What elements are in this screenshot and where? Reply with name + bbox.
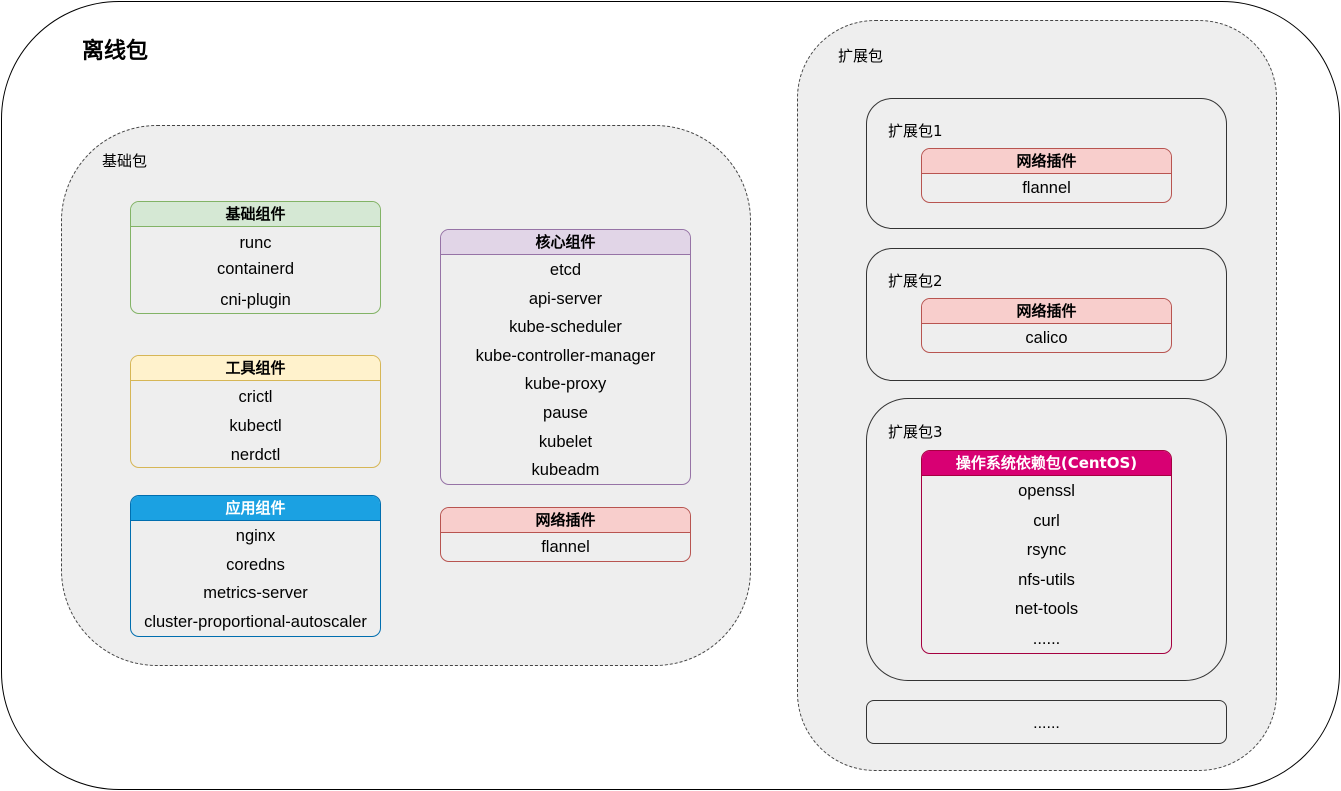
component-item: etcd (549, 261, 582, 279)
component-item: kube-controller-manager (475, 346, 656, 365)
component-item: metrics-server (203, 584, 308, 602)
card-header: 应用组件 (131, 496, 380, 521)
component-item: nerdctl (230, 446, 281, 464)
component-item: kube-proxy (524, 375, 607, 394)
base-package-label: 基础包 (102, 152, 148, 170)
card-header: 网络插件 (922, 299, 1171, 324)
component-item: flannel (1022, 179, 1071, 197)
component-item: runc (239, 234, 272, 252)
component-item: kubeadm (531, 461, 600, 480)
component-item: curl (1033, 511, 1060, 530)
component-item: flannel (541, 538, 590, 556)
card-header: 网络插件 (922, 149, 1171, 174)
basic-components-card: 基础组件 runc containerd cni-plugin (130, 201, 381, 314)
component-item: crictl (238, 388, 273, 406)
extension-package-label: 扩展包 (838, 47, 884, 65)
component-item: net-tools (1014, 600, 1079, 618)
card-header: 网络插件 (441, 508, 690, 533)
card-header: 操作系统依赖包(CentOS) (922, 451, 1171, 476)
extension-package-2-label: 扩展包2 (888, 272, 943, 290)
component-item: api-server (528, 289, 603, 308)
component-item: rsync (1026, 541, 1067, 559)
component-item: pause (543, 403, 588, 422)
component-item: nginx (235, 527, 276, 545)
os-dependency-card: 操作系统依赖包(CentOS) openssl curl rsync nfs-u… (921, 450, 1172, 654)
extension-package-3-label: 扩展包3 (888, 423, 943, 441)
extension-package-1-label: 扩展包1 (888, 122, 943, 140)
component-item: ...... (1032, 629, 1061, 648)
network-plugin-card: 网络插件 flannel (440, 507, 691, 562)
component-item: kubectl (229, 417, 282, 435)
core-components-card: 核心组件 etcd api-server kube-scheduler kube… (440, 229, 691, 485)
card-header: 工具组件 (131, 356, 380, 381)
component-item: cluster-proportional-autoscaler (144, 612, 367, 631)
component-item: coredns (226, 555, 285, 574)
component-item: openssl (1018, 482, 1075, 500)
more-packages-placeholder: ...... (866, 700, 1227, 744)
component-item: kubelet (538, 432, 593, 451)
card-header: 基础组件 (131, 202, 380, 227)
card-header: 核心组件 (441, 230, 690, 255)
tool-components-card: 工具组件 crictl kubectl nerdctl (130, 355, 381, 468)
ext2-network-plugin-card: 网络插件 calico (921, 298, 1172, 353)
component-item: calico (1025, 329, 1068, 347)
component-item: nfs-utils (1018, 570, 1075, 589)
ext1-network-plugin-card: 网络插件 flannel (921, 148, 1172, 203)
component-item: cni-plugin (220, 291, 291, 309)
component-item: kube-scheduler (509, 318, 622, 337)
component-item: containerd (216, 260, 295, 278)
diagram-title: 离线包 (82, 39, 149, 64)
app-components-card: 应用组件 nginx coredns metrics-server cluste… (130, 495, 381, 637)
